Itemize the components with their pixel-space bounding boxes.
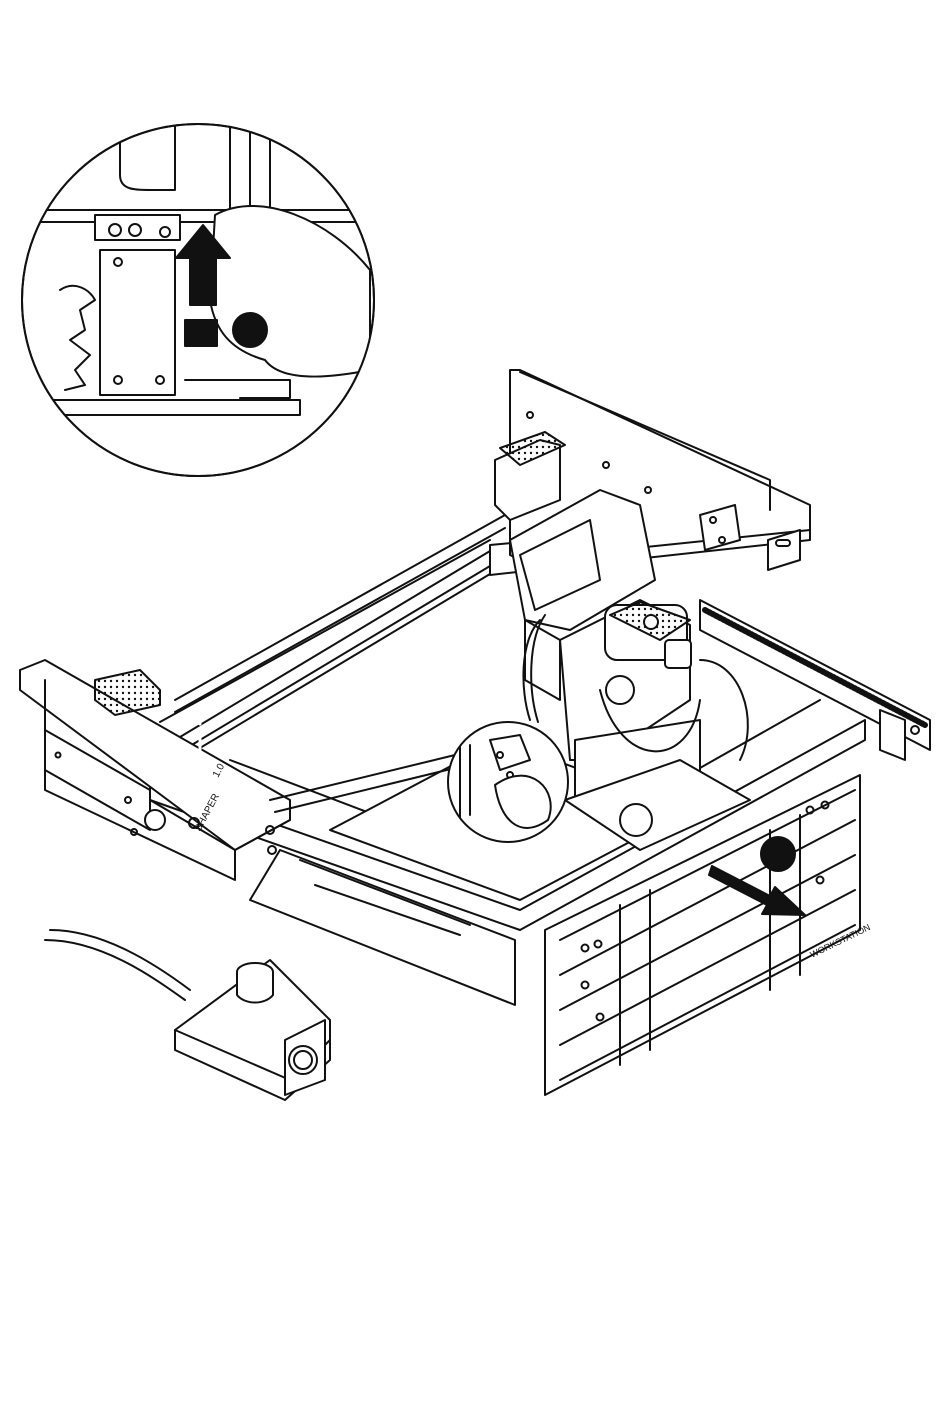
black-circle-marker-lower (761, 837, 795, 871)
black-square-marker (185, 320, 217, 346)
black-circle-marker (233, 313, 267, 347)
estop-pedal (45, 930, 330, 1100)
inset-magnifier (448, 722, 568, 842)
